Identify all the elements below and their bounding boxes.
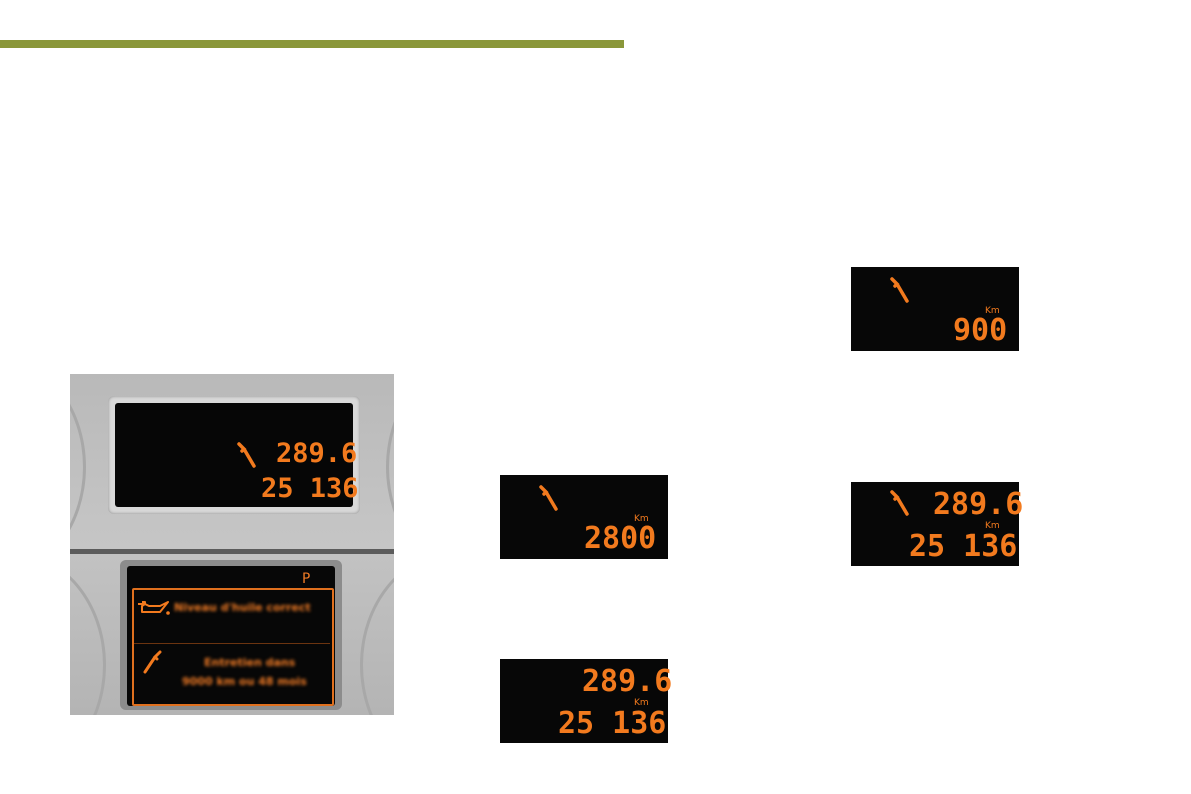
trip-value: 289.6 bbox=[582, 664, 673, 699]
wrench-icon bbox=[143, 650, 162, 674]
oil-can-icon bbox=[138, 601, 170, 615]
cluster-divider bbox=[70, 549, 394, 554]
service-display-900: Km 900 bbox=[851, 267, 1019, 351]
service-odometer-display: 289.6 Km 25 136 bbox=[851, 482, 1023, 566]
section-header-bar bbox=[0, 40, 624, 48]
service-km-value: 900 bbox=[953, 313, 1008, 348]
odometer-value: 25 136 bbox=[909, 529, 1018, 564]
gear-indicator: P bbox=[302, 571, 311, 587]
unit-km: Km bbox=[634, 698, 649, 708]
wrench-icon bbox=[539, 485, 558, 511]
service-km-value: 289.6 bbox=[933, 487, 1024, 522]
cluster-odometer: 25 136 bbox=[261, 473, 359, 504]
message-box bbox=[132, 588, 334, 706]
odometer-value: 25 136 bbox=[558, 706, 667, 741]
wrench-icon bbox=[237, 442, 256, 468]
unit-km: Km bbox=[634, 514, 649, 524]
oil-level-message: Niveau d'huile correct bbox=[174, 601, 311, 614]
unit-km: Km bbox=[985, 521, 1000, 531]
odometer-display: 289.6 Km 25 136 bbox=[500, 659, 672, 743]
upper-lcd-screen bbox=[115, 403, 353, 507]
message-separator bbox=[134, 643, 330, 644]
service-km-value: 2800 bbox=[584, 521, 657, 556]
service-message-line1: Entretien dans bbox=[204, 656, 296, 669]
wrench-icon bbox=[890, 490, 909, 516]
service-display-2800: Km 2800 bbox=[500, 475, 668, 559]
service-message-line2: 9000 km ou 48 mois bbox=[182, 675, 307, 688]
instrument-cluster-photo: 289.6 25 136 P Niveau d'huile correct En… bbox=[70, 374, 394, 715]
cluster-service-km: 289.6 bbox=[276, 438, 358, 469]
unit-km: Km bbox=[985, 306, 1000, 316]
wrench-icon bbox=[890, 277, 909, 303]
